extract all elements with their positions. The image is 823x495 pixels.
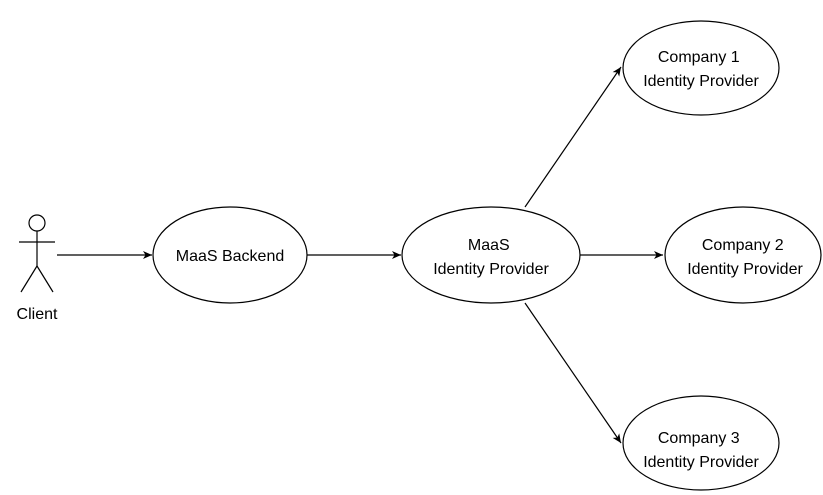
company3-idp-label: Company 3 Identity Provider [643,430,759,471]
company1-idp-ellipse [622,20,780,116]
company1-idp-label: Company 1 Identity Provider [643,49,759,90]
maas-backend-label-line-1: MaaS Backend [176,248,285,265]
company3-idp-label-line-1: Company 3 [658,430,740,447]
company3-idp-label-line-2: Identity Provider [643,454,759,471]
edge-maas-idp-to-company3-idp [524,302,622,444]
maas-idp-label-line-2: Identity Provider [433,261,549,278]
company1-idp-node[interactable]: Company 1 Identity Provider [622,20,780,116]
maas-idp-label: MaaS Identity Provider [433,237,549,278]
maas-idp-label-line-1: MaaS [468,237,510,254]
maas-idp-node[interactable]: MaaS Identity Provider [401,206,581,304]
edge-maas-idp-to-company1-idp [524,66,622,208]
client-actor[interactable]: Client [17,214,58,323]
maas-idp-ellipse [401,206,581,304]
company3-idp-node[interactable]: Company 3 Identity Provider [622,395,780,491]
edges [57,66,663,444]
company1-idp-label-line-2: Identity Provider [643,73,759,90]
maas-backend-label: MaaS Backend [176,248,285,265]
company2-idp-label-line-2: Identity Provider [687,261,803,278]
maas-backend-ellipse [152,206,308,304]
maas-backend-node[interactable]: MaaS Backend [152,206,308,304]
company2-idp-label: Company 2 Identity Provider [687,237,803,278]
company2-idp-label-line-1: Company 2 [702,237,784,254]
company1-idp-label-line-1: Company 1 [658,49,740,66]
person-icon [19,214,55,293]
company2-idp-ellipse [664,206,822,304]
company3-idp-ellipse [622,395,780,491]
company2-idp-node[interactable]: Company 2 Identity Provider [664,206,822,304]
client-label: Client [17,306,58,323]
